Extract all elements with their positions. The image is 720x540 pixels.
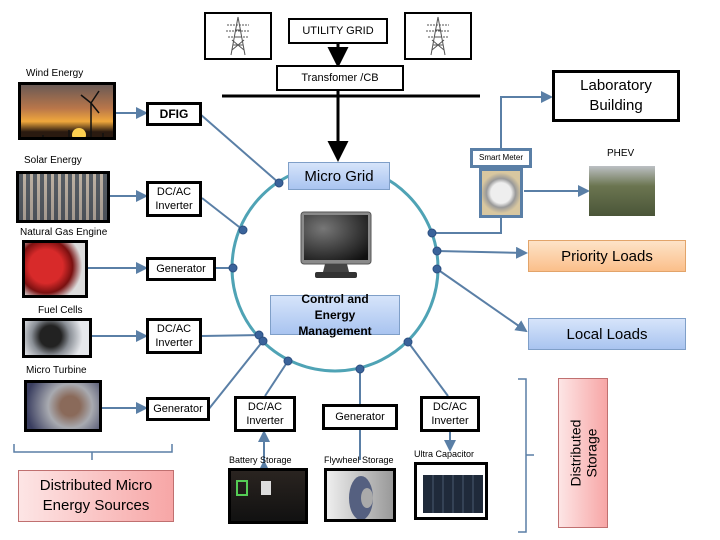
ring-to-smart-meter-wire bbox=[432, 218, 502, 234]
ultra-capacitor-photo bbox=[414, 462, 488, 520]
battery-inverter-to-ring-wire bbox=[264, 360, 289, 397]
transmission-tower-right bbox=[404, 12, 472, 60]
transformer-label: Transfomer /CB bbox=[301, 72, 379, 84]
ultracap-inverter-to-ring-wire bbox=[407, 341, 449, 397]
wind-turbine-icon bbox=[42, 90, 104, 137]
ring-node bbox=[283, 356, 293, 366]
battery-inverter-label: DC/AC Inverter bbox=[246, 401, 284, 427]
micro-turbine-photo bbox=[24, 380, 102, 432]
sources-brace bbox=[13, 444, 173, 460]
dfig-label: DFIG bbox=[159, 107, 189, 121]
ultracapacitor-icon bbox=[423, 475, 483, 513]
solar-inverter-box: DC/AC Inverter bbox=[146, 181, 202, 217]
micro-grid-box: Micro Grid bbox=[288, 162, 390, 190]
micro-turbine-label: Micro Turbine bbox=[26, 365, 87, 376]
natural-gas-engine-photo bbox=[22, 240, 88, 298]
solar-energy-label: Solar Energy bbox=[24, 155, 82, 166]
gas-generator-label: Generator bbox=[156, 263, 206, 275]
gas-generator-box: Generator bbox=[146, 257, 216, 281]
ring-node bbox=[355, 364, 365, 374]
turbine-generator-label: Generator bbox=[153, 403, 203, 415]
battery-storage-photo bbox=[228, 468, 308, 524]
smart-meter-label: Smart Meter bbox=[478, 153, 523, 162]
flywheel-icon bbox=[349, 476, 373, 519]
phev-photo bbox=[589, 166, 655, 216]
distributed-storage-box: Distributed Storage bbox=[558, 378, 608, 528]
flywheel-generator-label: Generator bbox=[335, 411, 385, 423]
utility-grid-box: UTILITY GRID bbox=[288, 18, 388, 44]
distributed-sources-label: Distributed Micro Energy Sources bbox=[39, 477, 153, 514]
transmission-tower-icon bbox=[226, 16, 250, 56]
ultracap-inverter-box: DC/AC Inverter bbox=[420, 396, 480, 432]
ring-node bbox=[228, 263, 238, 273]
natural-gas-engine-label: Natural Gas Engine bbox=[20, 227, 108, 238]
flywheel-storage-photo bbox=[324, 468, 396, 522]
flywheel-storage-label: Flywheel Storage bbox=[324, 455, 394, 465]
storage-brace bbox=[518, 378, 534, 533]
solar-energy-photo bbox=[16, 171, 110, 223]
distributed-storage-label: Distributed Storage bbox=[567, 419, 600, 487]
transformer-box: Transfomer /CB bbox=[276, 65, 404, 91]
ring-node bbox=[403, 337, 413, 347]
phev-label: PHEV bbox=[607, 148, 635, 159]
battery-inverter-box: DC/AC Inverter bbox=[234, 396, 296, 432]
ring-node bbox=[432, 246, 442, 256]
local-loads-box: Local Loads bbox=[528, 318, 686, 350]
priority-loads-box: Priority Loads bbox=[528, 240, 686, 272]
smart-meter-photo bbox=[479, 168, 523, 218]
utility-grid-label: UTILITY GRID bbox=[302, 25, 374, 37]
priority-loads-label: Priority Loads bbox=[561, 247, 653, 265]
ring-to-local-loads-wire bbox=[436, 268, 528, 333]
ring-node bbox=[274, 178, 284, 188]
ring-node bbox=[427, 228, 437, 238]
smart-meter-box: Smart Meter bbox=[470, 148, 532, 168]
wind-energy-label: Wind Energy bbox=[26, 68, 84, 79]
battery-storage-label: Battery Storage bbox=[229, 455, 292, 465]
wind-energy-photo bbox=[18, 82, 116, 140]
transmission-tower-icon bbox=[426, 16, 450, 56]
ring-node bbox=[258, 336, 268, 346]
ultracap-inverter-label: DC/AC Inverter bbox=[431, 401, 469, 427]
meter-to-building-wire bbox=[500, 91, 553, 148]
control-energy-management-box: Control and Energy Management bbox=[270, 292, 400, 338]
fuel-cells-inverter-box: DC/AC Inverter bbox=[146, 318, 202, 354]
turbine-generator-box: Generator bbox=[146, 397, 210, 421]
ring-to-priority-loads-wire bbox=[436, 246, 528, 259]
dfig-to-ring-wire bbox=[199, 113, 280, 184]
turbine-generator-to-ring-wire bbox=[207, 340, 264, 411]
battery-icon bbox=[236, 480, 271, 496]
dfig-box: DFIG bbox=[146, 102, 202, 126]
laboratory-building-label: Laboratory Building bbox=[580, 77, 652, 114]
fuel-cells-photo bbox=[22, 318, 92, 358]
ring-node bbox=[238, 225, 248, 235]
micro-grid-label: Micro Grid bbox=[304, 167, 374, 185]
laboratory-building-box: Laboratory Building bbox=[552, 70, 680, 122]
fuel-inverter-to-ring-wire bbox=[201, 334, 260, 337]
solar-inverter-to-ring-wire bbox=[201, 197, 244, 231]
fuel-cells-label: Fuel Cells bbox=[38, 305, 83, 316]
computer-monitor-icon bbox=[300, 211, 372, 278]
fuel-cells-inverter-label: DC/AC Inverter bbox=[155, 323, 193, 349]
transmission-tower-left bbox=[204, 12, 272, 60]
ring-node bbox=[432, 264, 442, 274]
solar-inverter-label: DC/AC Inverter bbox=[155, 186, 193, 212]
ultra-capacitor-label: Ultra Capacitor bbox=[414, 449, 475, 459]
flywheel-generator-box: Generator bbox=[322, 404, 398, 430]
distributed-sources-box: Distributed Micro Energy Sources bbox=[18, 470, 174, 522]
local-loads-label: Local Loads bbox=[566, 325, 648, 343]
control-energy-management-label: Control and Energy Management bbox=[298, 292, 372, 338]
